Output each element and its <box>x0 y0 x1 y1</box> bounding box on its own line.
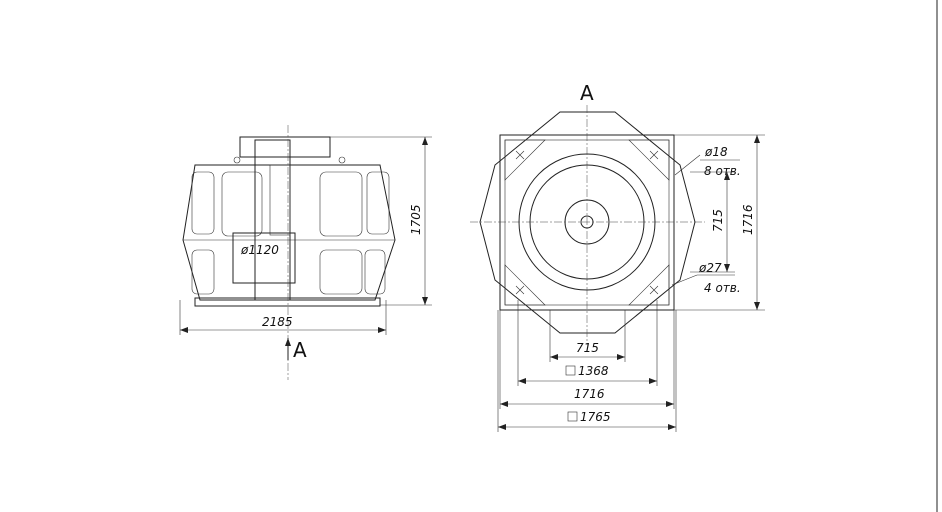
small-hole-diameter: ø18 <box>704 145 728 159</box>
motor <box>269 164 291 236</box>
vertical-hole-spacing: 715 <box>711 209 725 232</box>
octagonal-housing <box>479 111 696 334</box>
horizontal-overall: 1716 <box>574 387 605 401</box>
square-outer: 1765 <box>580 410 611 424</box>
mounting-holes <box>515 150 659 295</box>
horizontal-hole-spacing: 715 <box>576 341 599 355</box>
motor-section <box>254 139 291 301</box>
top-view: A ø18 8 отв. ø27 4 отв. <box>470 81 765 432</box>
top-cap <box>239 136 331 158</box>
width-dimension: 2185 <box>262 315 293 329</box>
small-hole-count: 8 отв. <box>704 164 741 178</box>
housing-panels <box>191 171 390 295</box>
impeller-diameter-label: ø1120 <box>240 243 279 257</box>
view-arrow-label: A <box>293 338 307 362</box>
side-view: ø1120 2185 1705 A <box>179 125 432 380</box>
view-label: A <box>580 81 594 105</box>
base-frame <box>194 297 381 307</box>
height-dimension: 1705 <box>409 204 423 235</box>
square-symbol-icon <box>567 411 578 422</box>
impeller <box>232 232 296 284</box>
square-inner: 1368 <box>578 364 609 378</box>
vertical-overall: 1716 <box>741 204 755 235</box>
large-hole-diameter: ø27 <box>698 261 722 275</box>
corner-gussets <box>504 139 670 306</box>
large-hole-count: 4 отв. <box>704 281 741 295</box>
square-symbol-icon <box>565 365 576 376</box>
